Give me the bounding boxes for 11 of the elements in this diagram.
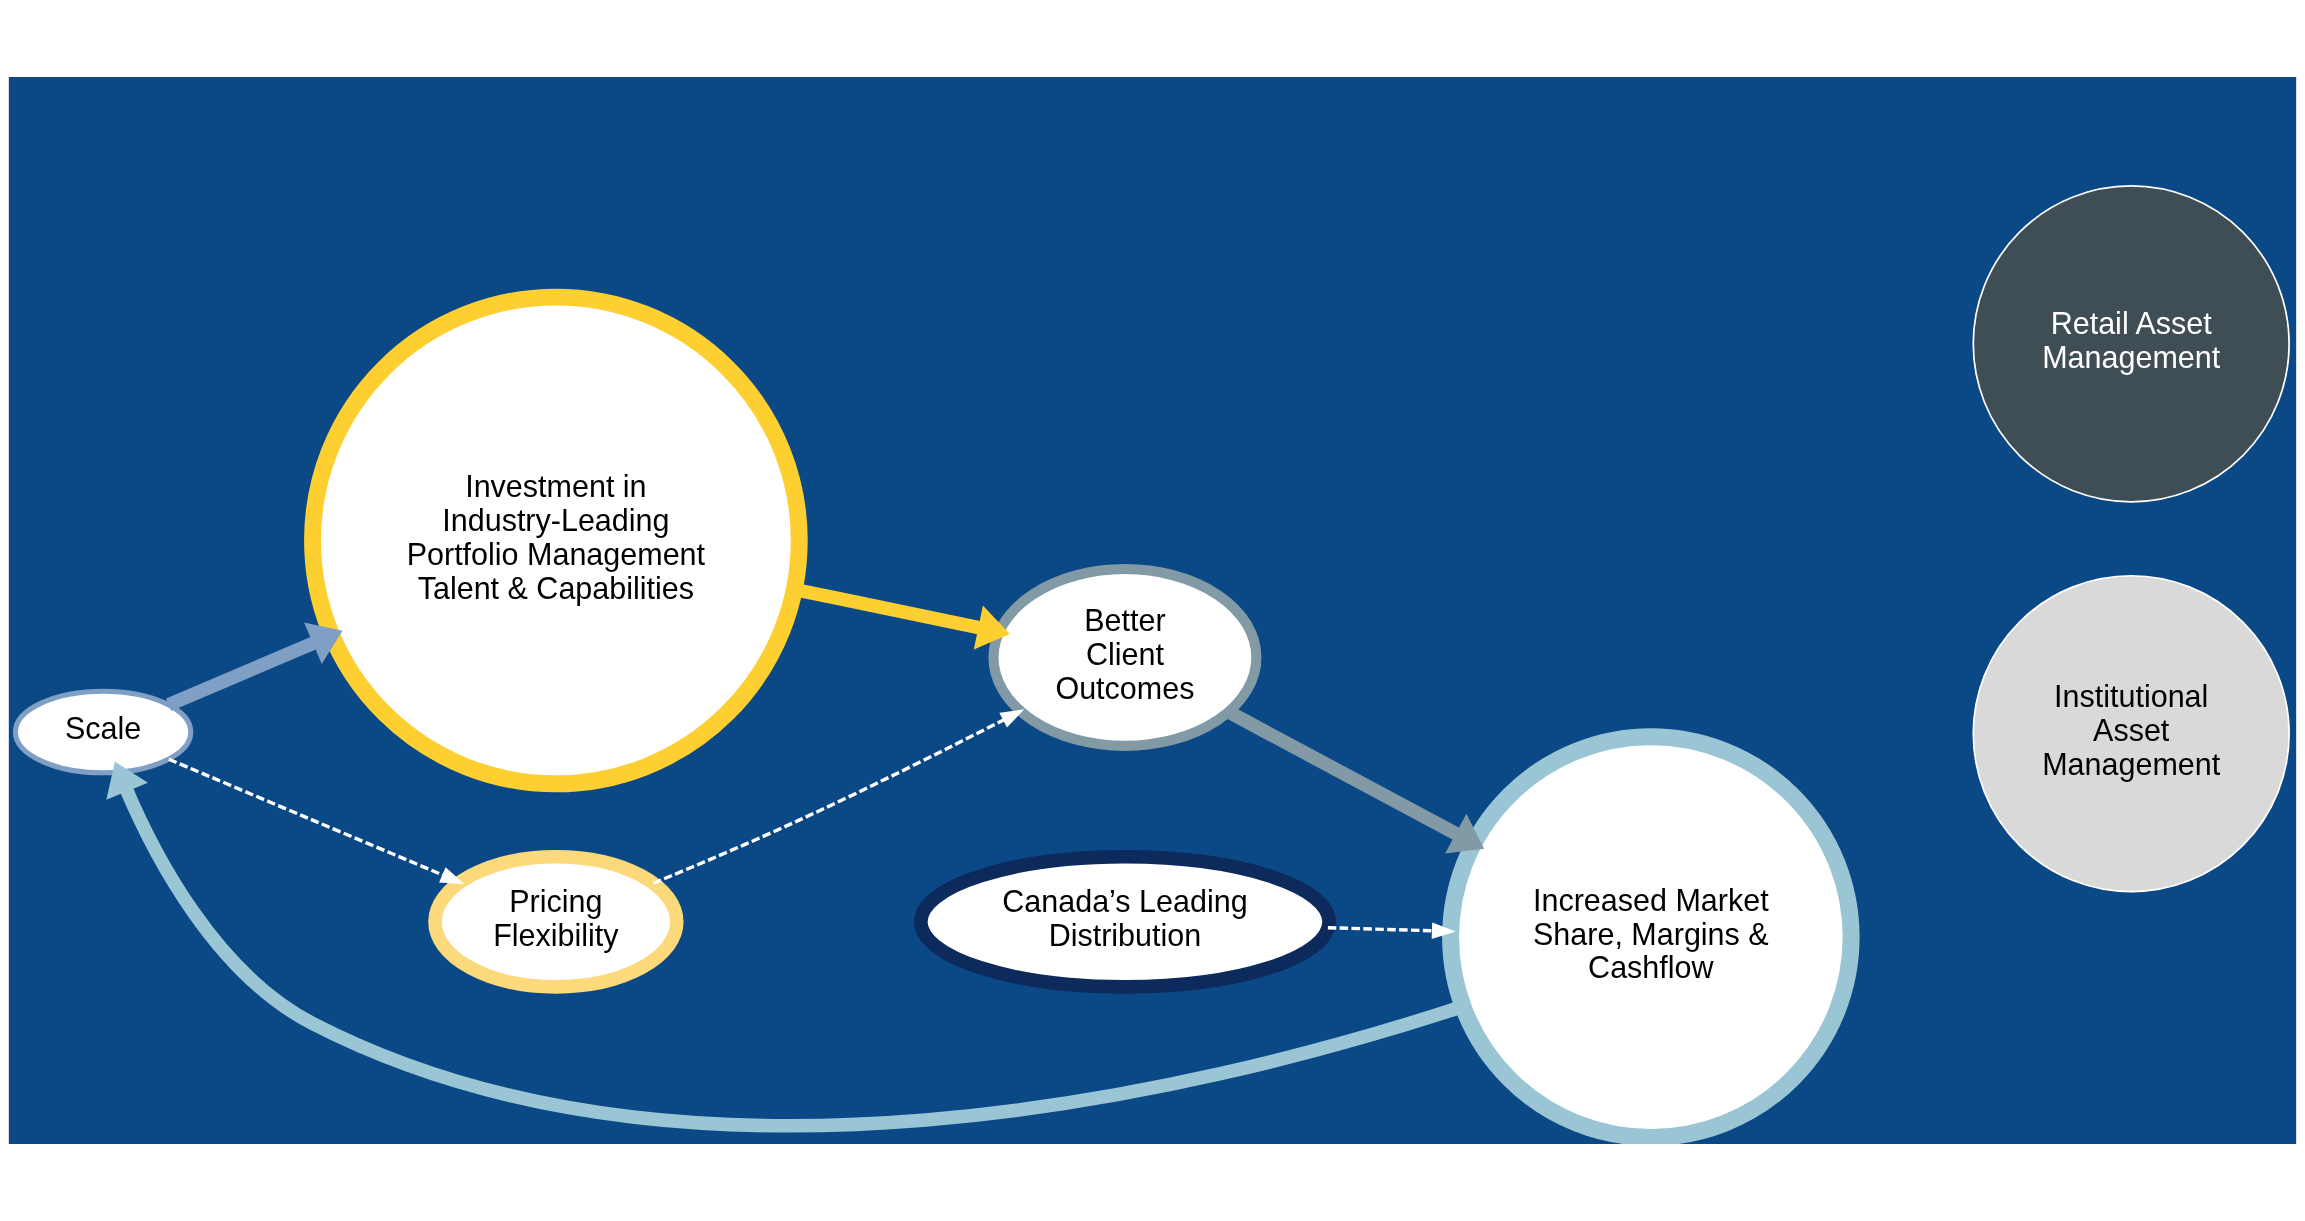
arrow [166, 622, 343, 711]
arrow [168, 757, 465, 885]
node-circle: Institutional Asset Management [1972, 574, 2290, 893]
node-ellipse: Canada’s Leading Distribution [914, 850, 1336, 994]
node-ellipse: Pricing Flexibility [428, 850, 684, 994]
arrow [1226, 706, 1485, 854]
node-ellipse: Better Client Outcomes [988, 563, 1262, 751]
arrow [1327, 922, 1456, 940]
arrow [652, 709, 1025, 885]
node-circle: Retail Asset Management [1972, 185, 2290, 503]
node-ellipse: Scale [12, 688, 194, 776]
